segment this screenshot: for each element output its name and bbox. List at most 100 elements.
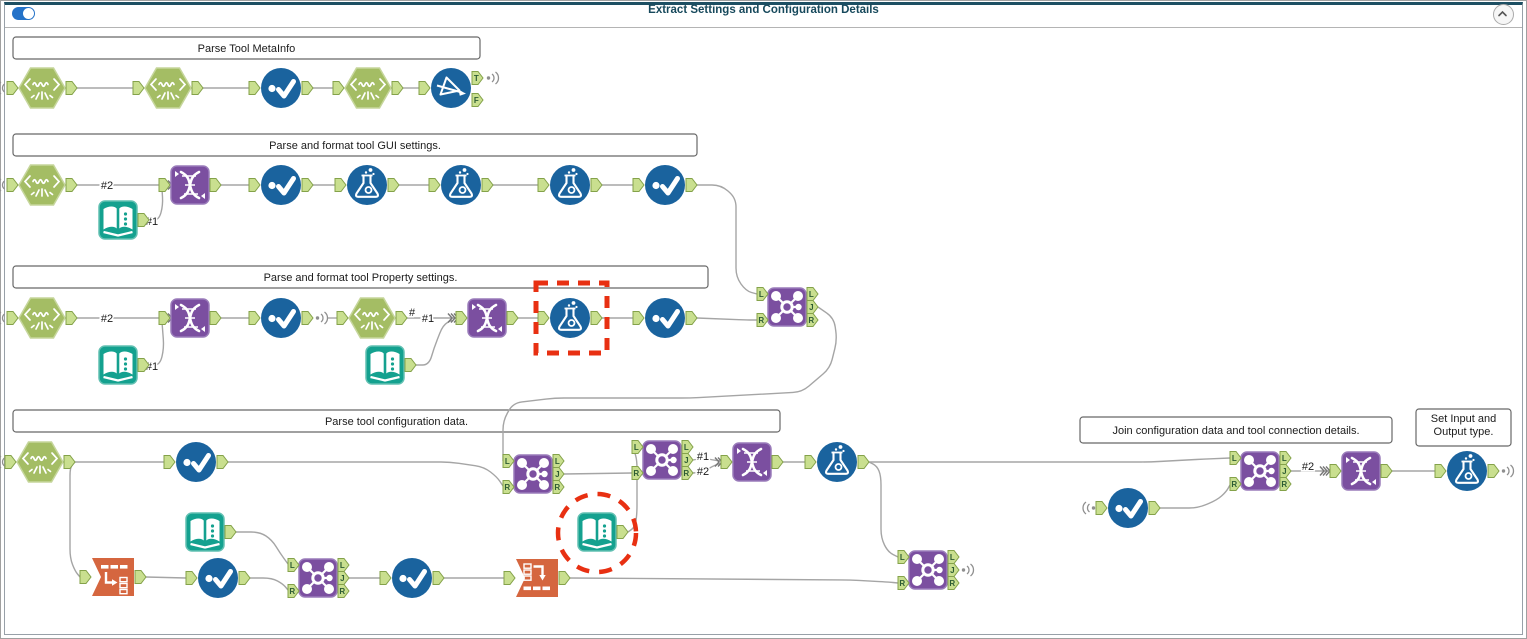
anchor[interactable] — [248, 311, 261, 325]
anchor[interactable] — [432, 571, 445, 585]
comment-box[interactable]: Parse Tool MetaInfo — [12, 36, 481, 60]
xml-parse-tool[interactable] — [332, 67, 404, 109]
select-tool[interactable] — [248, 68, 314, 108]
anchor[interactable] — [65, 81, 78, 95]
anchor[interactable] — [771, 455, 784, 469]
l-anchor[interactable]: L — [947, 550, 960, 564]
formula-tool[interactable] — [804, 442, 870, 482]
anchor[interactable] — [334, 178, 347, 192]
r-anchor[interactable]: R — [1229, 477, 1242, 491]
anchor[interactable] — [1487, 464, 1500, 478]
xml-parse-tool[interactable] — [336, 297, 408, 339]
select-tool[interactable] — [163, 442, 229, 482]
text-input-tool[interactable] — [185, 512, 237, 552]
anchor[interactable] — [301, 81, 314, 95]
r-anchor[interactable]: R — [681, 466, 694, 480]
anchor[interactable] — [238, 571, 251, 585]
anchor[interactable] — [1434, 464, 1447, 478]
connection[interactable] — [502, 306, 837, 461]
l-anchor[interactable]: L — [681, 440, 694, 454]
anchor[interactable] — [632, 311, 645, 325]
anchor[interactable] — [301, 178, 314, 192]
anchor[interactable] — [332, 81, 345, 95]
connection[interactable] — [692, 457, 722, 462]
connection[interactable] — [569, 577, 899, 584]
anchor[interactable] — [163, 455, 176, 469]
anchor[interactable] — [481, 178, 494, 192]
anchor[interactable] — [632, 178, 645, 192]
anchor[interactable] — [224, 525, 237, 539]
j-anchor[interactable]: J — [552, 467, 565, 481]
connection[interactable] — [149, 188, 164, 221]
transpose-tool[interactable] — [79, 558, 147, 596]
l-anchor[interactable]: L — [502, 454, 515, 468]
connection[interactable] — [1160, 484, 1231, 509]
formula-tool[interactable] — [334, 165, 400, 205]
connection[interactable] — [228, 461, 504, 487]
anchor[interactable] — [158, 178, 171, 192]
connection[interactable] — [696, 317, 757, 321]
anchor[interactable] — [6, 311, 19, 325]
anchor[interactable] — [720, 455, 733, 469]
select-tool[interactable] — [632, 298, 698, 338]
l-anchor[interactable]: L — [287, 558, 300, 572]
anchor[interactable] — [6, 81, 19, 95]
l-anchor[interactable]: L — [1279, 451, 1292, 465]
connection[interactable] — [563, 472, 633, 475]
xml-parse-tool[interactable] — [6, 67, 78, 109]
select-tool[interactable] — [379, 558, 445, 598]
r-anchor[interactable]: R — [756, 313, 769, 327]
text-input-tool[interactable] — [365, 345, 417, 385]
regex-tool[interactable] — [1329, 451, 1393, 491]
select-tool[interactable] — [185, 558, 251, 598]
xml-parse-tool[interactable] — [6, 297, 78, 339]
anchor[interactable] — [387, 178, 400, 192]
anchor[interactable] — [391, 81, 404, 95]
t-anchor[interactable]: T — [471, 71, 484, 85]
xml-parse-tool[interactable] — [4, 441, 76, 483]
connection[interactable] — [236, 531, 289, 565]
anchor[interactable] — [590, 178, 603, 192]
anchor[interactable] — [216, 455, 229, 469]
connection[interactable] — [868, 461, 899, 558]
anchor[interactable] — [248, 81, 261, 95]
regex-tool[interactable] — [158, 165, 222, 205]
anchor[interactable] — [132, 81, 145, 95]
r-anchor[interactable]: R — [631, 466, 644, 480]
container-enable-toggle[interactable] — [12, 7, 35, 20]
anchor[interactable] — [63, 455, 76, 469]
text-input-tool[interactable] — [98, 200, 150, 240]
comment-box[interactable]: Parse tool configuration data. — [12, 409, 781, 433]
connection[interactable] — [249, 577, 289, 591]
select-tool[interactable] — [248, 298, 314, 338]
anchor[interactable] — [428, 178, 441, 192]
r-anchor[interactable]: R — [897, 576, 910, 590]
r-anchor[interactable]: R — [502, 480, 515, 494]
connection[interactable] — [416, 319, 453, 366]
xml-parse-tool[interactable] — [6, 164, 78, 206]
l-anchor[interactable]: L — [552, 454, 565, 468]
formula-tool[interactable] — [537, 298, 603, 338]
r-anchor[interactable]: R — [337, 584, 350, 598]
l-anchor[interactable]: L — [806, 287, 819, 301]
l-anchor[interactable]: L — [337, 558, 350, 572]
anchor[interactable] — [209, 311, 222, 325]
formula-tool[interactable] — [537, 165, 603, 205]
filter-tool[interactable]: TF — [418, 68, 484, 108]
anchor[interactable] — [301, 311, 314, 325]
r-anchor[interactable]: R — [947, 576, 960, 590]
regex-tool[interactable] — [455, 298, 519, 338]
anchor[interactable] — [134, 570, 147, 584]
anchor[interactable] — [455, 311, 468, 325]
anchor[interactable] — [395, 311, 408, 325]
f-anchor[interactable]: F — [471, 93, 484, 107]
comment-box[interactable]: Parse and format tool GUI settings. — [12, 133, 698, 157]
select-tool[interactable] — [1095, 488, 1161, 528]
r-anchor[interactable]: R — [552, 480, 565, 494]
anchor[interactable] — [336, 311, 349, 325]
connection[interactable] — [149, 321, 165, 366]
anchor[interactable] — [209, 178, 222, 192]
